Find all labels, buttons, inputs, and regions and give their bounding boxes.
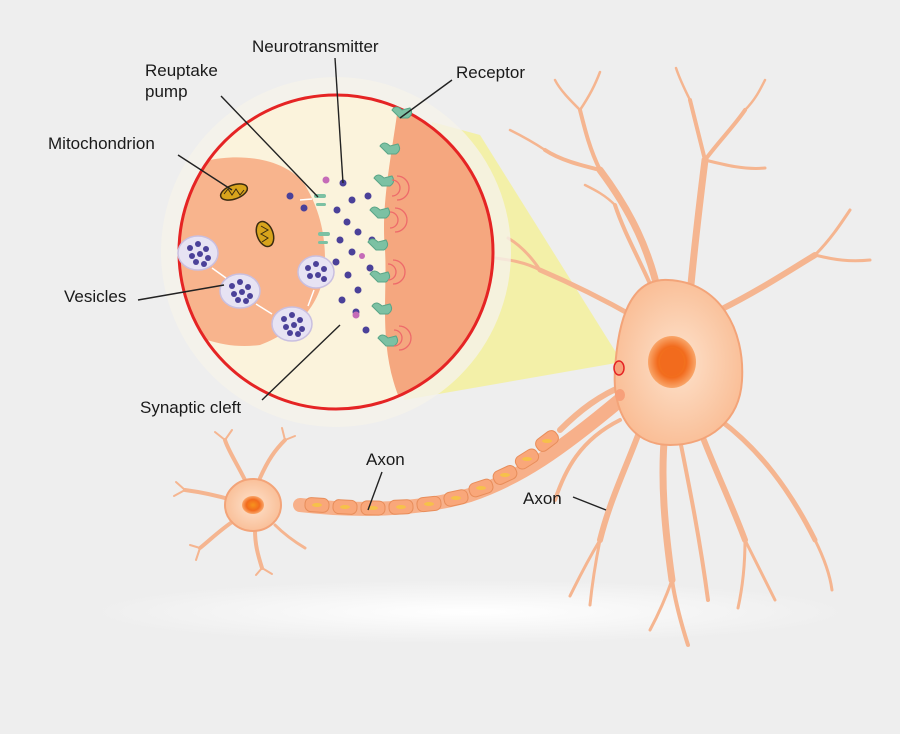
myelin-nodes <box>312 439 552 510</box>
reuptake-pumps <box>314 194 330 244</box>
axon-contact-knob <box>615 389 625 401</box>
label-reuptake-pump-line1: Reuptake <box>145 61 218 80</box>
presynaptic-terminal <box>179 157 325 346</box>
label-vesicles: Vesicles <box>64 287 127 306</box>
mitochondrion-leader <box>177 154 233 191</box>
label-synaptic-cleft: Synaptic cleft <box>140 398 242 417</box>
floor-ellipse <box>90 580 850 644</box>
receptor-signal-arcs <box>387 175 412 351</box>
vesicles-leader <box>137 284 225 301</box>
axon-large-leader <box>572 496 607 511</box>
large-neuron-lower-branches <box>553 417 834 647</box>
leader-lines <box>137 57 607 511</box>
receptor-leader <box>399 79 453 119</box>
small-neuron-nucleus <box>242 496 264 514</box>
zoom-contents <box>179 95 493 409</box>
mitochondrion <box>219 183 249 201</box>
vesicle-flow-arrows <box>211 267 315 315</box>
released-molecules <box>322 176 365 319</box>
mitochondrion-2 <box>255 220 275 248</box>
reuptake-pump-leader <box>220 95 319 198</box>
neurotransmitter-leader <box>334 57 344 184</box>
label-receptor: Receptor <box>456 63 525 82</box>
synaptic-cleft-leader <box>261 324 341 401</box>
large-neuron-nucleolus <box>660 348 684 376</box>
label-reuptake-pump-line2: pump <box>145 82 188 101</box>
label-neurotransmitter: Neurotransmitter <box>252 37 379 56</box>
synapse-contact-point <box>613 360 625 376</box>
vesicle-contents <box>187 241 327 337</box>
label-mitochondrion: Mitochondrion <box>48 134 155 153</box>
reuptake-arrow <box>299 198 313 201</box>
receptors <box>367 106 413 347</box>
label-axon-small-neuron: Axon <box>366 450 405 469</box>
label-axon-large-neuron: Axon <box>523 489 562 508</box>
axon-small-leader <box>367 471 383 511</box>
